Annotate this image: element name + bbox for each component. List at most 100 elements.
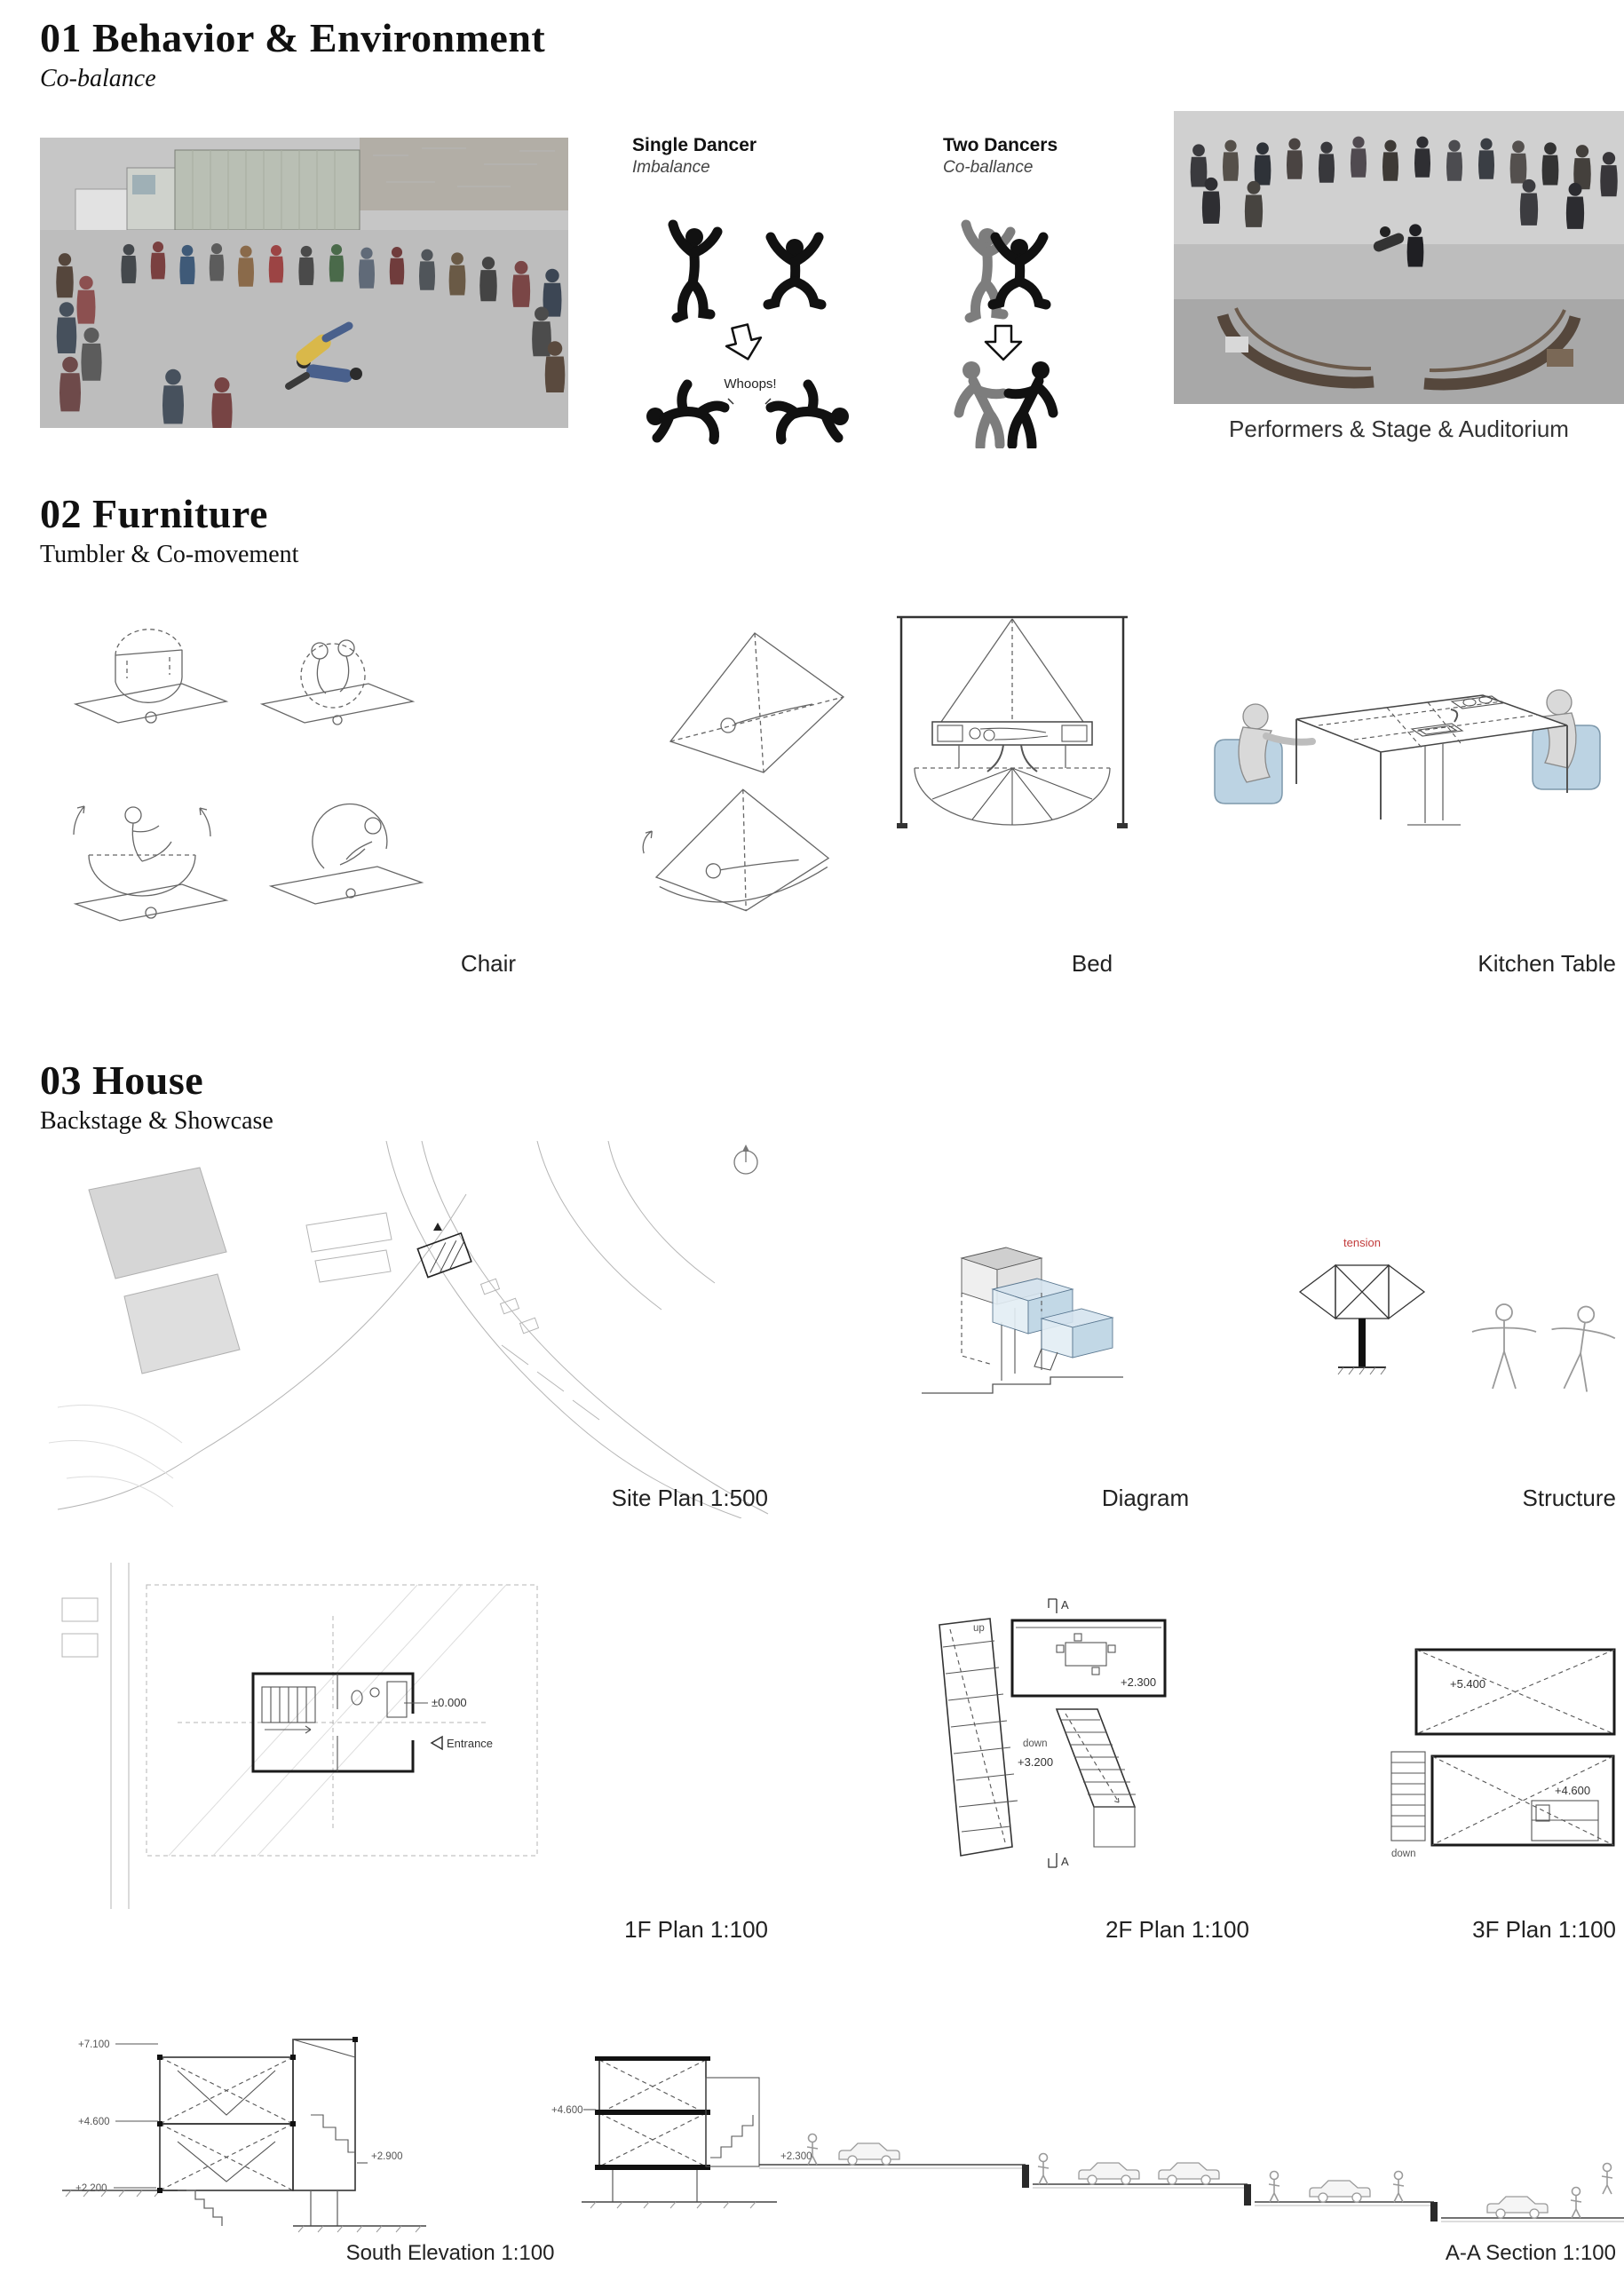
fallen-dancer-silhouette	[771, 384, 849, 440]
sect-mark-4600: +4.600	[551, 2105, 583, 2116]
house-3f-lower-room	[1430, 1754, 1615, 1847]
section-mark-top: A	[1061, 1598, 1069, 1612]
bed-sketch	[642, 615, 1128, 912]
axon-box-blue-1	[991, 1278, 1074, 1334]
section-building	[582, 2056, 777, 2209]
chair-sketch	[73, 629, 424, 922]
terraced-ground	[759, 2164, 1624, 2222]
house-2f-stair-wing	[939, 1618, 1018, 1857]
dancer-standing-silhouette	[673, 225, 717, 318]
bed-tent-diagram	[669, 632, 845, 773]
bed-tent-rocking-diagram	[642, 788, 830, 912]
structure-caption: Structure	[1522, 1485, 1617, 1511]
site-plan-drawing	[48, 1141, 769, 1518]
sink-icon	[1410, 709, 1464, 737]
street-dancers	[285, 321, 362, 390]
stage-benches	[1216, 307, 1581, 391]
tension-structure-icon	[1298, 1263, 1426, 1320]
house-3f-upper-room	[1414, 1648, 1616, 1736]
sect-mark-2300: +2.300	[780, 2151, 812, 2162]
kitchen-table-sketch	[1190, 617, 1624, 826]
two-dancers-title: Two Dancers	[943, 135, 1058, 155]
stage-performers	[1373, 224, 1424, 267]
person-icon	[1268, 2170, 1280, 2203]
floor-plan-1f-drawing: ±0.000 Entrance	[61, 1563, 538, 1909]
up-label: up	[973, 1623, 985, 1634]
bed-caption: Bed	[1071, 950, 1113, 977]
fallen-dancer-silhouette	[646, 384, 725, 440]
person-icon	[1601, 2162, 1613, 2195]
person-icon	[1037, 2152, 1050, 2185]
two-dancers-diagram	[879, 182, 1137, 448]
plan-2f-caption: 2F Plan 1:100	[1105, 1916, 1249, 1943]
whoops-label: Whoops!	[724, 376, 776, 392]
stove-icon	[1450, 695, 1504, 709]
seated-figure-right	[1502, 690, 1600, 789]
section2-header: 02 Furniture Tumbler & Co-movement	[40, 490, 298, 569]
floor-plan-3f-drawing: +5.400 down +4.600	[1390, 1648, 1616, 1859]
section3-title: 03 House	[40, 1057, 204, 1103]
duet-dancer-gray-silhouette	[959, 361, 1003, 447]
bed-frame-diagram	[897, 615, 1128, 828]
house-2f-stair-run	[1055, 1708, 1137, 1848]
house-3f-stair	[1390, 1751, 1426, 1841]
stage-photo-caption: Performers & Stage & Auditorium	[1229, 416, 1569, 442]
duet-dancer-black-silhouette	[1009, 361, 1053, 447]
car-icon	[1158, 2162, 1220, 2185]
aa-section-caption: A-A Section 1:100	[1445, 2241, 1616, 2265]
south-elevation-drawing: +7.100 +4.600 +2.200 +2.900	[62, 2037, 426, 2233]
elevation-building	[157, 2037, 358, 2193]
elev-mark-2200: +2.200	[75, 2183, 107, 2194]
down-label: down	[1023, 1738, 1048, 1749]
elev-mark-2900: +2.900	[371, 2151, 403, 2162]
person-icon	[1570, 2186, 1582, 2219]
chair-cradle-diagram	[73, 629, 229, 724]
section1-header: 01 Behavior & Environment Co-balance	[40, 14, 545, 93]
elev-mark-4600: +4.600	[78, 2117, 110, 2127]
plan-3f-caption: 3F Plan 1:100	[1472, 1916, 1616, 1943]
south-elevation-caption: South Elevation 1:100	[345, 2241, 555, 2265]
plan-1f-caption: 1F Plan 1:100	[624, 1916, 768, 1943]
tension-label: tension	[1343, 1236, 1381, 1249]
two-dancers-header: Two Dancers Co-ballance	[943, 135, 1058, 178]
section1-title: 01 Behavior & Environment	[40, 15, 546, 60]
single-dancer-diagram: Whoops!	[622, 182, 879, 448]
balancing-figure-outline	[1471, 1303, 1537, 1390]
plan2f-level-a-label: +2.300	[1121, 1675, 1156, 1689]
structure-diagram-drawing: tension	[1298, 1236, 1617, 1396]
level-zero-label: ±0.000	[432, 1696, 467, 1709]
axon-diagram-drawing	[922, 1247, 1123, 1394]
section2-subtitle: Tumbler & Co-movement	[40, 541, 299, 568]
axon-box-blue-2	[1040, 1308, 1114, 1358]
section3-header: 03 House Backstage & Showcase	[40, 1057, 273, 1136]
single-dancer-header: Single Dancer Imbalance	[632, 135, 757, 178]
floor-plan-2f-drawing: A up +2.300 down +3.200 A	[939, 1598, 1167, 1868]
chair-caption: Chair	[460, 950, 517, 977]
person-icon	[1392, 2170, 1405, 2203]
site-plan-caption: Site Plan 1:500	[611, 1485, 768, 1511]
car-icon	[1486, 2196, 1549, 2219]
chair-curled-figure-diagram	[268, 803, 424, 905]
house-2f-room	[1010, 1619, 1167, 1698]
section-mark-bottom: A	[1061, 1855, 1069, 1868]
down-arrow-icon	[721, 321, 767, 365]
car-icon	[838, 2142, 900, 2166]
balancing-figure-outline	[1542, 1301, 1617, 1396]
car-icon	[1078, 2162, 1140, 2185]
dancer-squat-silhouette	[768, 237, 821, 305]
car-icon	[1309, 2180, 1371, 2203]
section2-title: 02 Furniture	[40, 491, 268, 536]
north-compass-icon	[733, 1144, 758, 1175]
plan3f-level-a-label: +5.400	[1450, 1677, 1485, 1691]
down-arrow-icon	[984, 324, 1023, 361]
dancer-black-silhouette	[993, 237, 1046, 305]
single-dancer-title: Single Dancer	[632, 135, 757, 155]
stage-auditorium-photo	[1174, 111, 1624, 404]
axon-box-gray	[960, 1247, 1043, 1305]
elev-mark-7100: +7.100	[78, 2039, 110, 2050]
plan2f-level-b-label: +3.200	[1018, 1755, 1053, 1769]
single-dancer-subtitle: Imbalance	[632, 158, 710, 177]
house-1f-walls	[251, 1672, 415, 1773]
entrance-label: Entrance	[447, 1737, 493, 1750]
